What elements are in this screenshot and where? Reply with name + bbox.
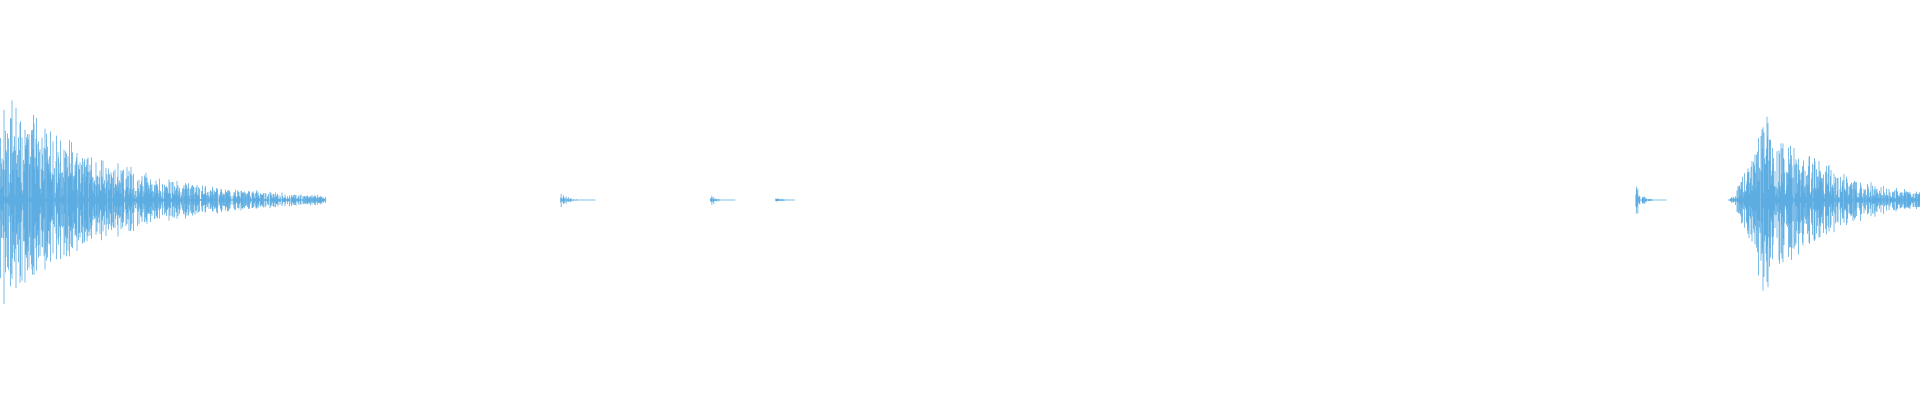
waveform-peaks — [0, 100, 1920, 305]
waveform-path — [0, 100, 1920, 305]
